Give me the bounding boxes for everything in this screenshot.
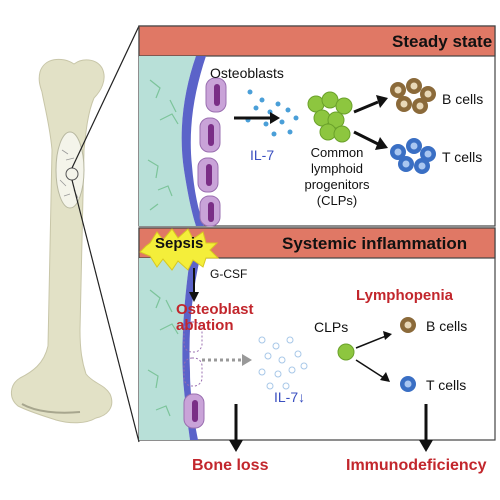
clp-label-3: progenitors <box>304 177 370 192</box>
arrow-icon <box>419 440 433 452</box>
arrow-icon <box>189 292 199 302</box>
immunodeficiency-label: Immunodeficiency <box>346 457 487 474</box>
b-cells-label-top: B cells <box>442 91 484 107</box>
steady-state-header <box>138 25 496 57</box>
il7-faded-dots <box>258 336 308 390</box>
arrow-icon <box>270 112 280 124</box>
marrow-tissue <box>139 56 196 226</box>
inflammation-panel <box>138 227 496 441</box>
b-cell-cluster <box>390 78 436 114</box>
osteoblasts-label: Osteoblasts <box>210 65 284 81</box>
osteoblast-cells <box>197 77 227 227</box>
ablated-osteoblasts <box>183 321 203 387</box>
sepsis-label: Sepsis <box>155 235 204 252</box>
b-cells-label-bottom: B cells <box>426 318 468 334</box>
femur-bone <box>11 25 140 443</box>
il7-down-label: IL-7↓ <box>274 389 306 405</box>
bone-loss-label: Bone loss <box>192 457 269 474</box>
t-cells-label-top: T cells <box>442 149 483 165</box>
clps-label: CLPs <box>314 319 349 335</box>
arrow-icon <box>376 95 388 108</box>
arrow-icon <box>229 440 243 452</box>
arrow-icon <box>242 354 252 366</box>
inflammation-title: Systemic inflammation <box>282 234 468 253</box>
clp-label-1: Common <box>310 145 364 160</box>
clp-cell <box>337 343 355 361</box>
clp-label-2: lymphoid <box>310 161 364 176</box>
ablation-label-2: ablation <box>176 317 234 334</box>
marrow-zone-icon <box>55 131 85 209</box>
steady-state-title: Steady state <box>392 32 493 51</box>
t-cells-label-bottom: T cells <box>426 377 467 393</box>
arrow-icon <box>380 372 390 382</box>
gcsf-label: G-CSF <box>210 267 248 281</box>
il7-label: IL-7 <box>250 147 275 163</box>
arrow-icon <box>383 331 392 340</box>
t-cell-cluster <box>390 138 436 174</box>
clp-label-4: (CLPs) <box>316 193 358 208</box>
steady-state-panel <box>138 25 496 227</box>
lymphopenia-label: Lymphopenia <box>356 287 453 304</box>
clp-cluster <box>307 91 353 143</box>
bone-surface <box>181 56 206 226</box>
ablation-label-1: Osteoblast <box>176 301 254 318</box>
sepsis-burst-icon <box>139 228 220 271</box>
arrow-icon <box>375 137 388 150</box>
